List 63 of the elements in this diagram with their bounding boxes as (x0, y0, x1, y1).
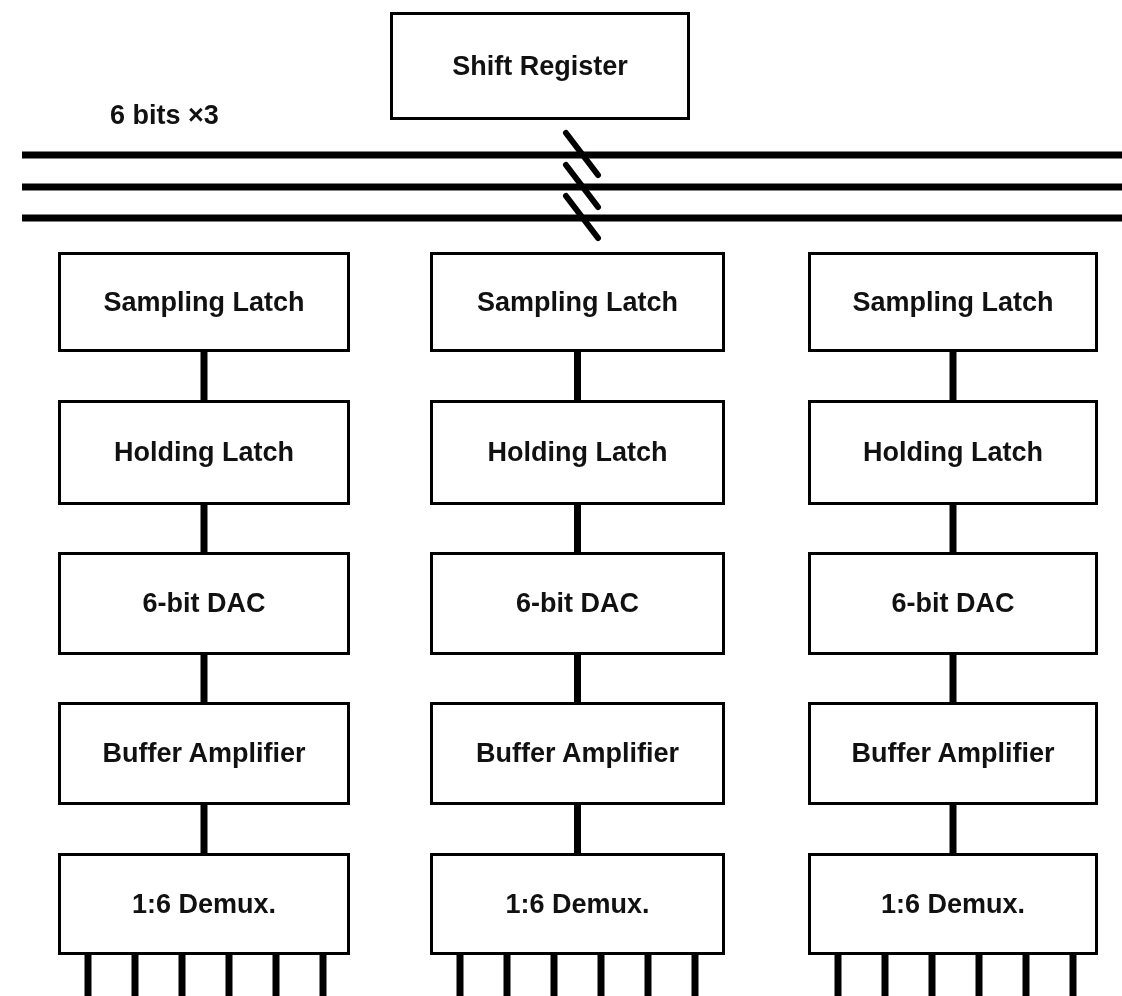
connector-line (949, 805, 957, 853)
block-label: 6-bit DAC (891, 588, 1015, 619)
output-line (1069, 955, 1077, 996)
block-label: Holding Latch (487, 437, 668, 468)
output-line (1022, 955, 1030, 996)
connector-line (574, 655, 581, 702)
block-label: Sampling Latch (852, 286, 1054, 318)
block-label: 1:6 Demux. (880, 888, 1026, 920)
connector-line (949, 655, 957, 702)
block-label: Buffer Amplifier (851, 738, 1055, 769)
block-label: Buffer Amplifier (102, 738, 306, 769)
output-line (503, 955, 511, 996)
block-label: 1:6 Demux. (131, 888, 277, 920)
block-label: 6-bit DAC (516, 588, 639, 619)
block-label: Holding Latch (863, 437, 1043, 468)
output-line (456, 955, 464, 996)
output-line (881, 955, 889, 996)
block-box (808, 400, 1098, 505)
block-box (808, 252, 1098, 352)
connector-line (949, 505, 957, 552)
block-label: Sampling Latch (103, 286, 305, 318)
output-line (597, 955, 605, 996)
output-line (550, 955, 558, 996)
output-line (319, 955, 327, 996)
block-label: 6-bit DAC (142, 588, 266, 619)
output-line (131, 955, 139, 996)
connector-line (574, 505, 581, 552)
block-box (58, 252, 350, 352)
connector-line (574, 352, 581, 400)
connector-line (200, 805, 208, 853)
block-box (58, 400, 350, 505)
output-line (928, 955, 936, 996)
output-line (691, 955, 699, 996)
block-box (58, 702, 350, 805)
block-box (58, 853, 350, 955)
output-line (178, 955, 186, 996)
block-box (390, 12, 690, 120)
block-box (430, 853, 725, 955)
connector-line (200, 505, 208, 552)
connector-line (200, 352, 208, 400)
block-box (808, 552, 1098, 655)
output-line (644, 955, 652, 996)
block-box (430, 552, 725, 655)
block-label: Sampling Latch (477, 286, 678, 318)
connector-line (574, 805, 581, 853)
connector-line (949, 352, 957, 400)
output-line (975, 955, 983, 996)
block-label: Holding Latch (114, 437, 294, 468)
bus-width-label: 6 bits ×3 (110, 100, 219, 131)
block-box (430, 400, 725, 505)
connector-line (200, 655, 208, 702)
output-line (225, 955, 233, 996)
output-line (272, 955, 280, 996)
block-box (808, 853, 1098, 955)
block-box (808, 702, 1098, 805)
block-label: Shift Register (452, 50, 628, 82)
block-label: Buffer Amplifier (476, 738, 679, 769)
block-box (430, 252, 725, 352)
block-label: 1:6 Demux. (505, 888, 650, 920)
block-box (430, 702, 725, 805)
output-line (834, 955, 842, 996)
output-line (84, 955, 92, 996)
block-box (58, 552, 350, 655)
